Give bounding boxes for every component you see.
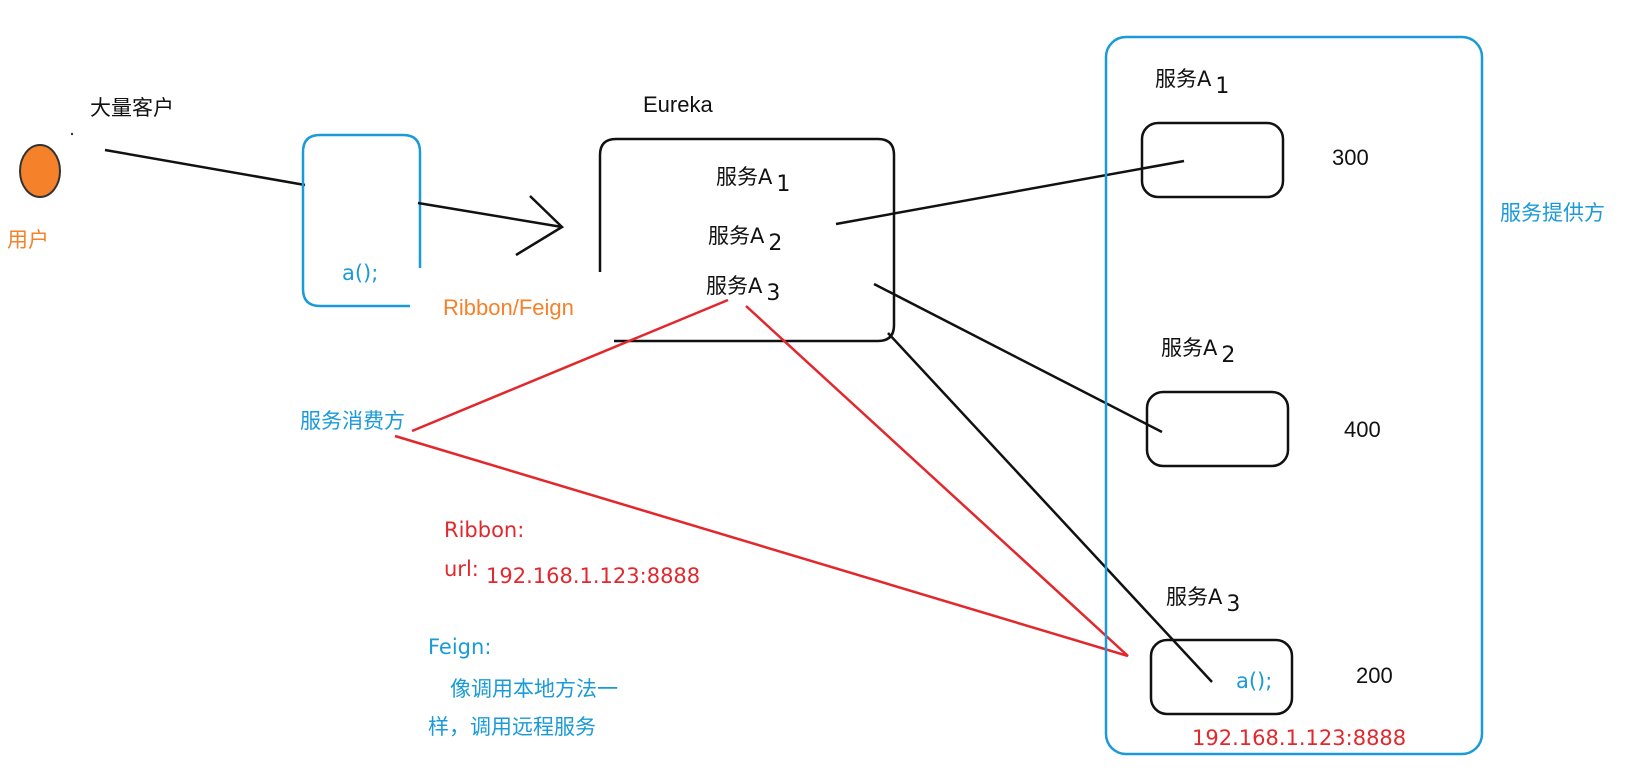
provider-3-value: 200 [1356, 663, 1393, 688]
eureka-to-provider3-red-line [745, 305, 1129, 657]
client-box [301, 133, 422, 308]
client-to-eureka-arrow-shaft [417, 201, 563, 229]
provider-1-value: 300 [1332, 145, 1369, 170]
consumer-to-provider3-red-line [394, 434, 1129, 658]
eureka-to-consumer-red-line [411, 298, 729, 433]
feign-note-line2: 样，调用远程服务 [428, 715, 596, 739]
ribbon-url-value: 192.168.1.123:8888 [486, 564, 701, 588]
user-to-client-line [104, 148, 306, 187]
feign-note-title: Feign: [428, 635, 492, 659]
eureka-to-provider3-line [887, 332, 1213, 683]
eureka-title: Eureka [643, 92, 713, 117]
eureka-to-provider2-line [873, 282, 1163, 434]
eureka-to-provider1-line [835, 159, 1185, 226]
stray-dot [70, 132, 74, 136]
provider-box-2 [1145, 390, 1290, 468]
client-call-text: a(); [342, 261, 379, 285]
feign-note-line1: 像调用本地方法一 [450, 677, 618, 701]
eureka-box [598, 137, 896, 343]
client-to-eureka-arrowhead [515, 195, 565, 257]
user-node [19, 144, 61, 198]
provider-label: 服务提供方 [1500, 201, 1605, 225]
consumer-label: 服务消费方 [300, 409, 405, 433]
user-label: 用户 [7, 228, 49, 252]
provider-2-value: 400 [1344, 417, 1381, 442]
provider-3-address: 192.168.1.123:8888 [1192, 726, 1407, 750]
crowd-label: 大量客户 [90, 96, 174, 120]
ribbon-url-label: url: [444, 557, 479, 581]
provider-box-3 [1149, 638, 1294, 716]
provider-group-box [1104, 35, 1484, 756]
provider-3-call-text: a(); [1236, 669, 1273, 693]
provider-box-1 [1140, 121, 1285, 199]
ribbon-note-title: Ribbon: [444, 518, 525, 542]
ribbon-feign-label: Ribbon/Feign [443, 295, 574, 320]
